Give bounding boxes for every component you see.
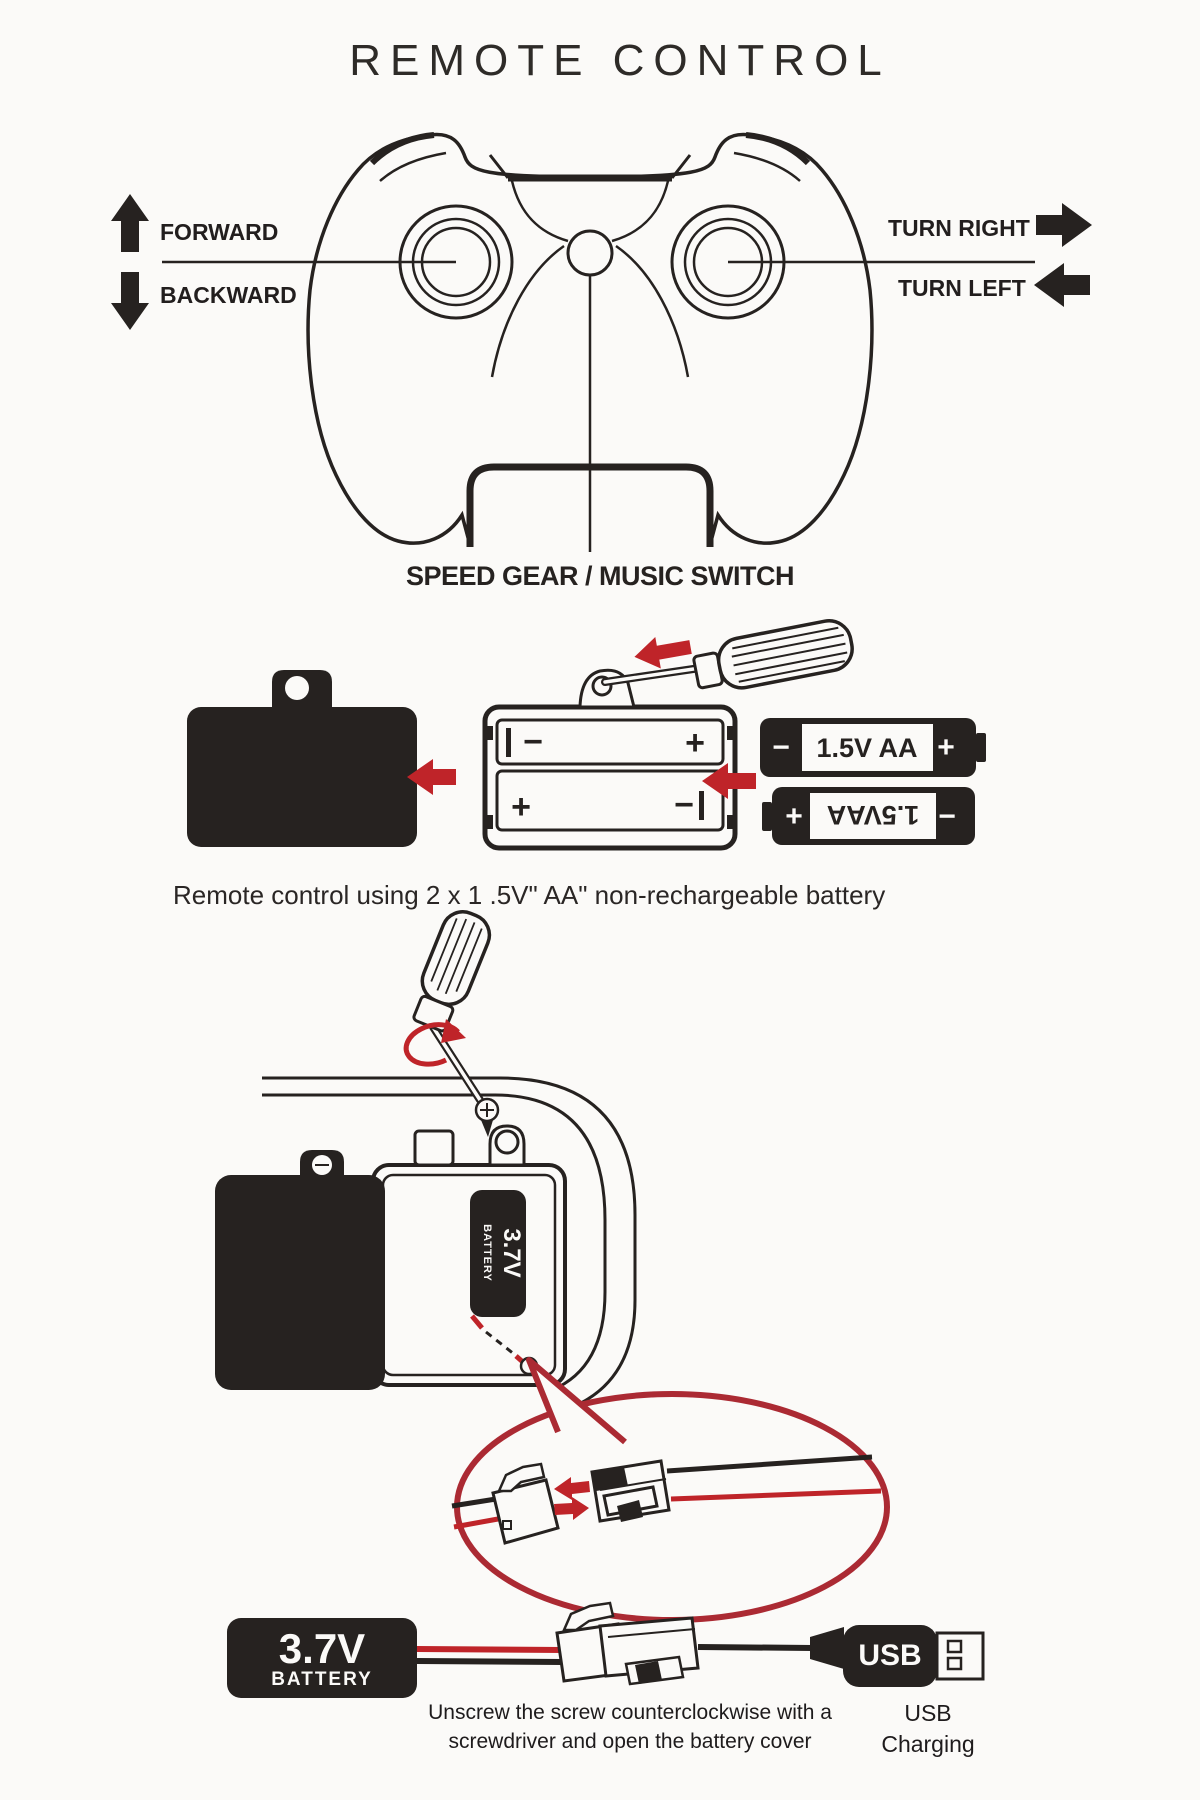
usb-plug-body	[843, 1625, 937, 1687]
battery-pack	[227, 1618, 417, 1698]
cover-screw-hole	[285, 676, 309, 700]
controller-diagram	[111, 132, 1092, 552]
battery1-label: 1.5V AA	[816, 733, 917, 763]
slot1-plus-sign: +	[685, 724, 705, 762]
unscrew-arrow-icon	[634, 636, 692, 669]
battery2-label: 1.5VAA	[827, 800, 920, 830]
down-arrow-icon	[111, 272, 149, 330]
usb-cable	[697, 1644, 813, 1651]
screwdriver	[578, 619, 854, 709]
left-arrow-icon	[1034, 263, 1090, 307]
lipo-voltage-label: 3.7V	[498, 1228, 525, 1277]
usb-charging-caption: USB Charging	[862, 1698, 994, 1760]
speed-gear-label: SPEED GEAR / MUSIC SWITCH	[405, 561, 795, 591]
pack-voltage: 3.7V	[278, 1624, 366, 1672]
battery2-plus: +	[785, 800, 803, 833]
car-battery-cover	[215, 1150, 385, 1390]
turn-left-label: TURN LEFT	[898, 275, 1026, 301]
unscrew-instruction: Unscrew the screw counterclockwise with …	[420, 1698, 840, 1757]
battery2-minus: −	[938, 800, 956, 833]
lipo-battery	[470, 1190, 526, 1317]
aa-battery-2-flipped: 1.5VAA + −	[762, 787, 975, 845]
battery-compartment: − + + −	[482, 704, 738, 851]
connector-callout	[451, 1357, 890, 1623]
callout-pointer	[526, 1357, 627, 1445]
slide-arrow-icon	[407, 759, 456, 795]
slot1-minus-sign: −	[523, 723, 543, 761]
callout-lines	[162, 260, 1035, 552]
screwdriver-vertical	[403, 910, 500, 1137]
unplug-arrow-icon	[554, 1477, 590, 1500]
instruction-line1: Unscrew the screw counterclockwise with …	[428, 1701, 832, 1724]
aa-battery-diagram: − + + − 1.5V AA − +	[187, 619, 986, 851]
battery-cover	[187, 670, 417, 847]
battery1-minus: −	[772, 731, 790, 764]
right-arrow-icon	[1036, 203, 1092, 247]
shoulder-bumpers	[369, 132, 811, 166]
car-body-corner	[262, 1076, 637, 1410]
car-battery-diagram: 3.7V BATTERY	[215, 910, 985, 1698]
insert-arrow-icon	[702, 763, 756, 799]
usb-plug-label: USB	[858, 1639, 922, 1672]
car-battery-compartment: 3.7V BATTERY	[371, 1124, 567, 1387]
aa-caption: Remote control using 2 x 1 .5V" AA" non-…	[173, 880, 886, 910]
battery-pack-and-usb	[227, 1601, 985, 1698]
center-switch-button	[566, 229, 614, 277]
counterclockwise-arrow-icon	[403, 1022, 460, 1067]
lipo-battery-label: BATTERY	[481, 1224, 493, 1282]
forward-label: FORWARD	[160, 219, 279, 245]
tab-screw-hole	[494, 1129, 520, 1155]
backward-label: BACKWARD	[160, 282, 297, 308]
slot2-minus-sign: −	[674, 786, 694, 824]
usb-charging-line2: Charging	[881, 1731, 975, 1758]
slot2-plus-sign: +	[511, 788, 531, 826]
aa-battery-1: 1.5V AA − +	[760, 718, 986, 777]
battery-pack-label: 3.7V BATTERY	[227, 1618, 417, 1698]
instruction-line2: screwdriver and open the battery cover	[448, 1730, 812, 1754]
usb-charging-line1: USB	[904, 1700, 952, 1726]
pack-battery-word: BATTERY	[271, 1668, 373, 1690]
up-arrow-icon	[111, 194, 149, 252]
turn-right-label: TURN RIGHT	[888, 215, 1030, 241]
plug-arrow-icon	[554, 1497, 589, 1520]
battery1-plus: +	[937, 731, 955, 764]
page-title: REMOTE CONTROL	[349, 36, 891, 85]
